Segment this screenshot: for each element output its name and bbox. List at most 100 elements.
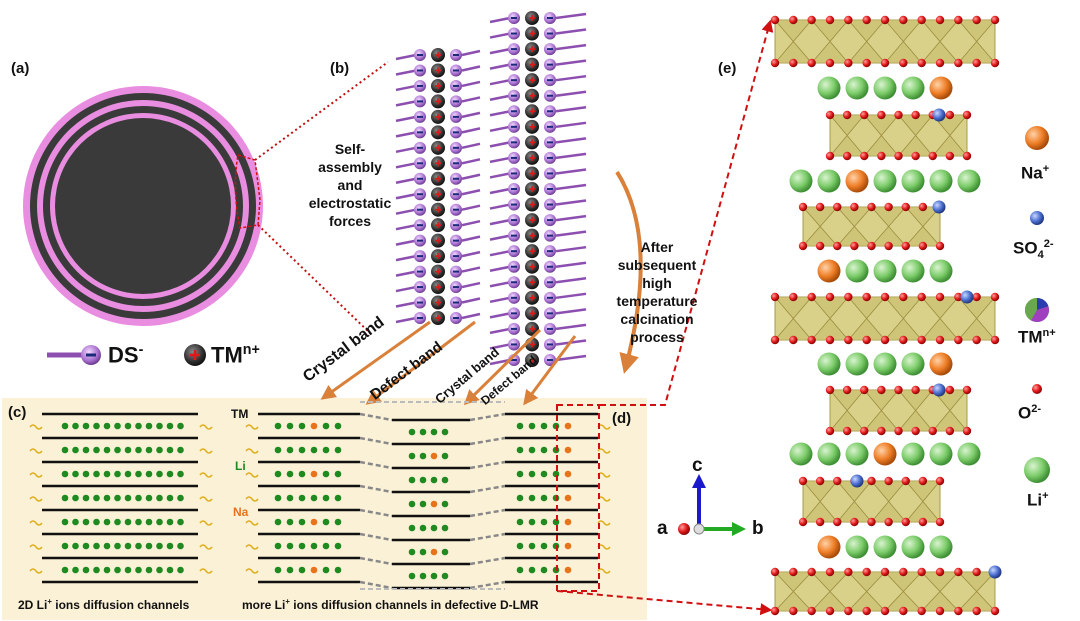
ds-tail [555,308,587,315]
ion [286,446,294,454]
oxygen-atom [815,476,825,486]
self-assembly-structure [395,11,587,367]
oxygen-atom [935,241,945,251]
ion [298,518,306,526]
li-ion [156,566,163,574]
ds-tail [555,106,587,113]
ds-tail [461,266,481,273]
oxygen-atom [901,202,910,212]
li-ion [82,422,90,430]
oxygen-atom [917,335,926,345]
oxygen-atom [911,426,920,436]
ds-tail [395,177,417,184]
lithium-atom [845,352,869,376]
ion [419,452,427,460]
ds-tail [489,94,511,101]
oxygen-atom [770,15,780,25]
li-ion [156,518,163,526]
oxygen-atom [807,335,816,345]
oxygen-atom [899,15,908,25]
oxygen-atom [815,241,825,251]
li-ion [93,446,100,454]
oxygen-atom [884,241,893,251]
diffusion-path [199,424,213,430]
octahedron-face [871,480,907,523]
oxygen-atom [770,335,780,345]
oxygen-atom [825,606,835,616]
tm-octahedra-slab [774,296,996,341]
li-ion [72,470,79,478]
li-ion [145,518,153,526]
defect-link [469,580,506,590]
lithium-atom [929,535,953,559]
li-ion [177,470,184,478]
legend-na-label: Na+ [1021,163,1050,183]
ds-tail [555,245,587,253]
ion [441,476,449,484]
ds-tail [395,239,417,246]
self-assembly-note: Self- assembly and electrostatic forces [308,141,392,229]
li-ion [82,494,90,502]
oxygen-atom [842,110,852,120]
oxygen-atom [825,15,835,25]
ion [274,542,282,550]
oxygen-atom [990,606,1000,616]
ion [419,572,427,580]
oxygen-atom [972,335,981,345]
ds-tail [555,230,587,237]
ion [298,566,306,574]
ion [564,542,572,550]
oxygen-atom [894,426,903,436]
ds-tail [461,111,481,119]
axis-label-c: c [692,455,703,476]
octahedron-face [811,571,849,612]
octahedron-face [871,206,907,247]
oxygen-atom [877,151,886,161]
oxygen-atom [901,517,910,527]
ds-tail [555,277,587,284]
oxygen-atom [825,151,835,161]
oxygen-atom [918,517,928,527]
panel-d-layers [245,401,611,590]
oxygen-atom [935,517,945,527]
oxygen-atom [770,606,780,616]
oxygen-atom [918,241,928,251]
panel-label-a: (a) [11,60,30,77]
ion [310,566,318,574]
sodium-atom [929,352,953,376]
ds-tail [555,12,587,20]
sulfate-atom [932,383,946,397]
defect-link [359,556,393,566]
li-ion [145,470,153,478]
oxygen-atom [798,241,808,251]
defect-link [359,508,393,518]
li-ion [135,422,142,430]
oxygen-atom [894,110,903,120]
oxygen-atom [899,335,908,345]
ion [564,566,572,574]
li-ion [82,566,90,574]
oxygen-atom [954,606,963,616]
li-ion [166,446,174,454]
ion [298,470,306,478]
oxygen-atom [935,58,945,68]
oxygen-atom [842,426,852,436]
oxygen-atom [850,241,859,251]
diffusion-path [199,520,213,526]
ion [564,494,572,502]
li-ion [124,422,132,430]
li-ion [145,566,153,574]
oxygen-atom [825,385,835,395]
panel-c-layers [29,412,213,584]
ds-tail [489,47,511,55]
ds-tail [395,316,417,324]
ion [310,422,318,430]
ion [419,548,427,556]
oxygen-atom [867,241,876,251]
ion [516,494,524,502]
diffusion-path [245,424,259,430]
lithium-atom [901,259,925,283]
ds-tail [461,127,481,134]
ion [334,566,342,574]
ion [419,524,427,532]
